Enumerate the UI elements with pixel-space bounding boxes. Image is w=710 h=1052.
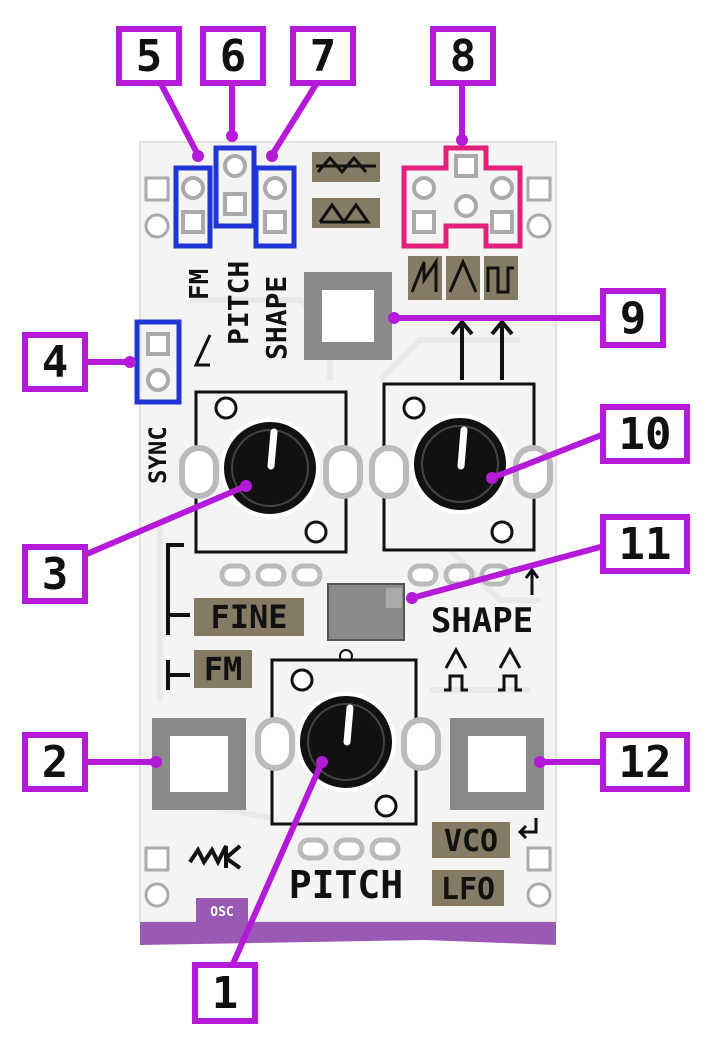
brand-logo [188, 844, 242, 870]
shape-header[interactable] [253, 165, 297, 249]
pitch-label: PITCH [289, 863, 403, 907]
callout-11: 11 [600, 514, 690, 574]
pulse-icon-left [444, 646, 468, 692]
shape-up-arrow [524, 567, 540, 595]
fm-arrow [193, 334, 212, 367]
bottom-band [140, 922, 556, 945]
fm-input-jack[interactable] [152, 718, 246, 810]
fine-label-bg [194, 598, 304, 636]
callout-5: 5 [116, 26, 182, 86]
fm-vertical-label: FM [185, 269, 215, 300]
fm-header[interactable] [173, 165, 213, 249]
shape-label: SHAPE [431, 601, 533, 641]
vco-label: VCO [444, 824, 498, 859]
sync-vertical-label: SYNC [144, 426, 172, 484]
callout-6: 6 [200, 26, 266, 86]
saw-wave-icon [408, 256, 442, 300]
lfo-label: LFO [441, 872, 495, 907]
square-wave-icon [484, 256, 518, 300]
fine-label: FINE [210, 598, 287, 636]
callout-3: 3 [22, 544, 88, 604]
up-arrows [450, 318, 514, 380]
triangle-wave-icon [312, 152, 380, 182]
double-triangle-icon [312, 198, 380, 228]
tri-wave-icon [446, 256, 480, 300]
output-jack[interactable] [304, 272, 392, 360]
callout-10: 10 [600, 404, 690, 464]
pulse-icon-right [498, 646, 522, 692]
sync-header[interactable] [134, 319, 182, 405]
leader-dots [124, 130, 546, 768]
osc-label: OSC [210, 905, 233, 920]
waveform-header[interactable] [401, 145, 523, 249]
sync-output-jack[interactable] [450, 718, 544, 810]
callout-8: 8 [430, 26, 496, 86]
leader-lines [79, 75, 607, 969]
return-arrow [517, 818, 538, 840]
pitch-knob-assembly[interactable] [255, 658, 441, 826]
fm-label: FM [204, 650, 243, 688]
shape-vertical-label: SHAPE [260, 276, 293, 360]
pin-row-bottom [297, 837, 401, 861]
lfo-label-bg [432, 870, 504, 906]
range-switch[interactable] [327, 583, 405, 663]
fine-knob-assembly[interactable] [179, 390, 363, 554]
corner-pads [144, 176, 552, 908]
fm-label-bg [194, 650, 252, 688]
vco-label-bg [432, 822, 510, 858]
pin-row-left [219, 563, 323, 587]
callout-9: 9 [600, 288, 666, 348]
pitch-vertical-label: PITCH [222, 261, 255, 345]
fine-bracket [166, 543, 190, 690]
osc-tag [196, 898, 248, 922]
callout-12: 12 [600, 732, 690, 792]
shape-knob-assembly[interactable] [369, 382, 553, 552]
callout-2: 2 [22, 732, 88, 792]
callout-7: 7 [290, 26, 356, 86]
callout-1: 1 [192, 962, 258, 1024]
callout-4: 4 [22, 332, 88, 392]
